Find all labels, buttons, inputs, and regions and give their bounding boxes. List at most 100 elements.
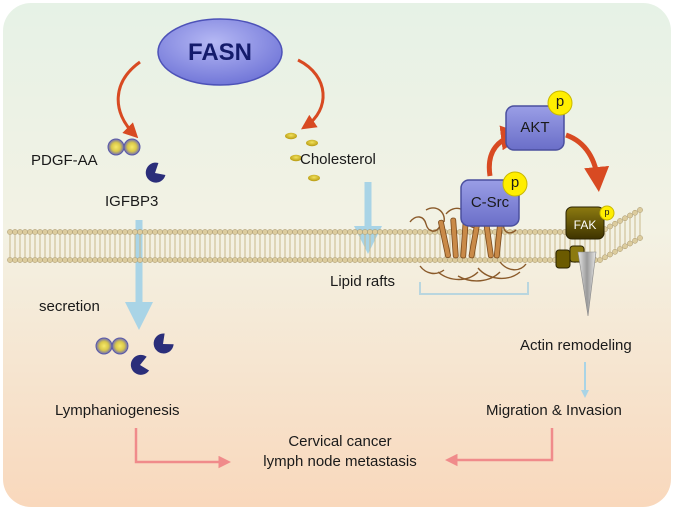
lipid-head <box>22 229 28 235</box>
lipid-head <box>302 257 308 263</box>
lipid-head <box>217 257 223 263</box>
lipid-head <box>327 257 333 263</box>
lipid-head <box>482 257 488 263</box>
secretion-label: secretion <box>39 298 100 315</box>
lipid-head <box>387 257 393 263</box>
csrc-phospho-icon <box>502 171 528 197</box>
lipid-head <box>282 257 288 263</box>
lipid-head <box>322 229 328 235</box>
lipid-head <box>397 229 403 235</box>
lipid-head <box>422 229 428 235</box>
lipid-head <box>77 257 83 263</box>
lipid-head <box>197 229 203 235</box>
lipid-head <box>547 229 553 235</box>
lipid-head <box>317 257 323 263</box>
lipid-head <box>242 229 248 235</box>
lipid-head <box>317 229 323 235</box>
pdgf-aa-label: PDGF-AA <box>31 152 98 169</box>
lipid-head <box>162 257 168 263</box>
lipid-head <box>37 229 43 235</box>
lipid-head <box>212 229 218 235</box>
lipid-head <box>252 257 258 263</box>
lipid-head <box>612 220 618 227</box>
lipid-head <box>282 229 288 235</box>
lipid-head <box>132 257 138 263</box>
igfbp3-label: IGFBP3 <box>105 193 159 210</box>
lipid-head <box>337 229 343 235</box>
csrc-node <box>460 179 520 227</box>
lipid-head <box>27 257 33 263</box>
lipid-head <box>347 229 353 235</box>
lipid-head <box>7 229 13 235</box>
lipid-head <box>537 257 543 263</box>
migration-invasion-label: Migration & Invasion <box>486 402 622 419</box>
lipid-head <box>607 251 613 258</box>
csrc-label: C-Src <box>470 194 510 211</box>
lipid-head <box>77 229 83 235</box>
fak-anchor-left <box>555 249 571 269</box>
lipid-head <box>342 229 348 235</box>
lipid-head <box>252 229 258 235</box>
lipid-head <box>192 229 198 235</box>
pdgf-aa-dimer <box>107 138 141 156</box>
lipid-head <box>152 257 158 263</box>
lipid-head <box>267 257 273 263</box>
lipid-head <box>92 257 98 263</box>
lipid-head <box>12 229 18 235</box>
fak-phospho-label: p <box>604 207 610 217</box>
lipid-head <box>367 257 373 263</box>
lipid-head <box>92 229 98 235</box>
actin-filament-cone <box>577 251 597 317</box>
lipid-head <box>187 257 193 263</box>
lipid-head <box>87 229 93 235</box>
lipid-head <box>532 229 538 235</box>
lipid-head <box>472 257 478 263</box>
lipid-head <box>82 229 88 235</box>
lipid-head <box>37 257 43 263</box>
lipid-head <box>347 257 353 263</box>
lipid-head <box>107 229 113 235</box>
lipid-head <box>312 257 318 263</box>
lipid-head <box>12 257 18 263</box>
lipid-head <box>132 229 138 235</box>
secreted-igfbp3-lower <box>130 354 150 375</box>
lipid-head <box>212 257 218 263</box>
actin-remodeling-label: Actin remodeling <box>520 337 632 354</box>
lipid-head <box>382 257 388 263</box>
lipid-head <box>57 257 63 263</box>
lipid-head <box>387 229 393 235</box>
lipid-head <box>222 229 228 235</box>
lipid-head <box>197 257 203 263</box>
lipid-head <box>292 229 298 235</box>
lipid-head <box>637 207 643 213</box>
lipid-head <box>322 257 328 263</box>
lipid-rafts-label: Lipid rafts <box>330 273 396 290</box>
lipid-head <box>402 257 408 263</box>
lipid-head <box>57 229 63 235</box>
lipid-head <box>412 257 418 263</box>
lipid-raft-bracket <box>419 282 529 295</box>
lipid-head <box>187 229 193 235</box>
lipid-head <box>517 257 523 263</box>
lipid-head <box>172 257 178 263</box>
lipid-head <box>207 257 213 263</box>
lipid-head <box>27 229 33 235</box>
lipid-head <box>127 229 133 235</box>
lipid-head <box>97 257 103 263</box>
lipid-head <box>112 229 118 235</box>
lipid-head <box>632 209 638 216</box>
lipid-head <box>447 257 453 263</box>
lipid-head <box>637 235 643 241</box>
lipid-head <box>622 243 628 250</box>
lipid-head <box>402 229 408 235</box>
lipid-head <box>382 229 388 235</box>
secreted-igfbp3-upper <box>153 333 174 354</box>
lipid-head <box>287 257 293 263</box>
lipid-head <box>297 229 303 235</box>
lipid-head <box>227 257 233 263</box>
secreted-pdgf-aa <box>95 337 129 355</box>
lipid-head <box>272 229 278 235</box>
lipid-head <box>122 257 128 263</box>
lipid-head <box>477 257 483 263</box>
